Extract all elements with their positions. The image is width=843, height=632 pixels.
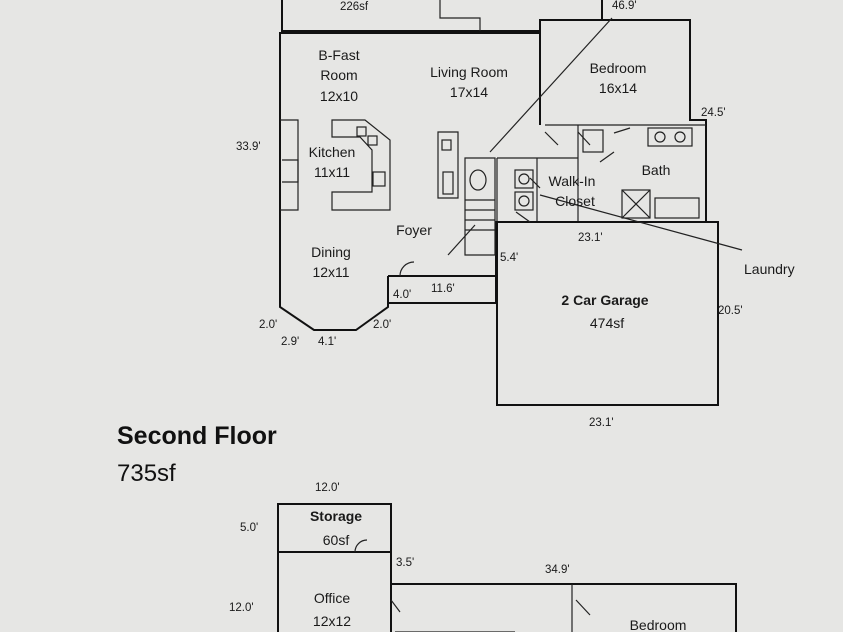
dim-right-upper: 24.5' xyxy=(701,107,726,119)
kitchen-size: 11x11 xyxy=(314,164,350,180)
office-door xyxy=(390,599,401,613)
dim-bay-left: 2.0' xyxy=(259,319,277,331)
closet-door-2 xyxy=(529,177,541,189)
bfast-size: 12x10 xyxy=(320,88,358,104)
bath-name: Bath xyxy=(642,162,671,178)
bedroom-door xyxy=(544,131,559,146)
first-floor-labels: 226sf 46.9' B-Fast Room 12x10 Living Roo… xyxy=(236,0,795,429)
stairs-outline xyxy=(464,157,496,256)
dryer xyxy=(514,191,534,211)
kitchen-name: Kitchen xyxy=(309,144,356,160)
laundry-leader xyxy=(539,194,743,251)
dim-foyer-step: 5.4' xyxy=(500,252,518,264)
dim-garage-side: 20.5' xyxy=(718,305,743,317)
bedroom-name: Bedroom xyxy=(590,60,647,76)
top-dim-leader xyxy=(489,17,613,153)
bath-door-2 xyxy=(599,151,615,163)
bedroom-top-wall xyxy=(391,583,737,632)
office-name: Office xyxy=(314,590,351,606)
laundry-door xyxy=(515,211,531,223)
living-room-name: Living Room xyxy=(430,64,508,80)
dim-bay-a: 2.9' xyxy=(281,336,299,348)
entry-door-swing xyxy=(399,261,415,277)
dim-entry-small: 4.0' xyxy=(393,289,411,301)
second-floor-plan: 12.0' 5.0' Storage 60sf 3.5' 34.9' 12.0'… xyxy=(229,482,737,632)
dim-storage-width: 12.0' xyxy=(315,482,340,494)
fireplace-outline xyxy=(439,0,481,31)
kitchen-cooktop xyxy=(372,171,386,187)
bath-vanity xyxy=(647,127,693,147)
storage-name: Storage xyxy=(310,508,362,524)
first-floor-walls xyxy=(279,0,743,406)
shower xyxy=(621,189,651,219)
second-bedroom-name: Bedroom xyxy=(630,617,687,632)
top-dim-label: 46.9' xyxy=(612,0,637,12)
kitchen-sink xyxy=(356,126,367,137)
foyer-closet-box-2 xyxy=(442,171,454,195)
dim-garage-bottom: 23.1' xyxy=(589,417,614,429)
dim-bay-b: 4.1' xyxy=(318,336,336,348)
garage-outline xyxy=(496,221,719,406)
second-floor-title: Second Floor xyxy=(117,422,277,450)
shower-drain xyxy=(621,189,651,219)
washer-drum xyxy=(518,173,530,185)
top-area-label: 226sf xyxy=(340,1,369,13)
dim-entry-width: 11.6' xyxy=(431,283,455,295)
bath-sink xyxy=(582,129,604,153)
bath-door xyxy=(577,131,591,146)
stairs-treads xyxy=(465,199,495,231)
vanity-sink-1 xyxy=(654,131,666,143)
dim-office-height: 12.0' xyxy=(229,602,254,614)
garage-area: 474sf xyxy=(590,315,624,331)
walkin-name: Walk-In xyxy=(549,173,596,189)
foyer-closet xyxy=(437,131,459,199)
dim-width: 34.9' xyxy=(545,564,570,576)
dim-left-height: 33.9' xyxy=(236,141,261,153)
kitchen-sink-2 xyxy=(367,135,378,146)
walkin-name-2: Closet xyxy=(555,193,595,209)
tub xyxy=(654,197,700,219)
closet-door xyxy=(613,127,631,134)
office-size: 12x12 xyxy=(313,613,351,629)
storage-door-swing xyxy=(354,539,368,553)
laundry-label: Laundry xyxy=(744,261,795,277)
living-room-size: 17x14 xyxy=(450,84,488,100)
storage-area: 60sf xyxy=(323,532,350,548)
stair-curve xyxy=(447,224,476,256)
dim-storage-height: 5.0' xyxy=(240,522,258,534)
dim-bay-right: 2.0' xyxy=(373,319,391,331)
bedroom-size: 16x14 xyxy=(599,80,637,96)
dryer-drum xyxy=(518,195,530,207)
powder-toilet xyxy=(469,169,487,191)
vanity-sink-2 xyxy=(674,131,686,143)
bedroom-door-2 xyxy=(575,599,591,616)
kitchen-fridge xyxy=(282,159,299,183)
kitchen-island xyxy=(331,119,391,211)
kitchen-counter xyxy=(280,119,299,211)
dim-walkin-bottom: 23.1' xyxy=(578,232,603,244)
dining-size: 12x11 xyxy=(312,264,349,280)
dim-step: 3.5' xyxy=(396,557,414,569)
garage-name: 2 Car Garage xyxy=(561,292,648,308)
bfast-name: B-Fast xyxy=(318,47,359,63)
second-floor-area: 735sf xyxy=(117,460,176,487)
foyer-name: Foyer xyxy=(396,222,432,238)
foyer-closet-box xyxy=(441,139,452,151)
washer xyxy=(514,169,534,189)
bfast-name-2: Room xyxy=(320,67,357,83)
dining-name: Dining xyxy=(311,244,351,260)
